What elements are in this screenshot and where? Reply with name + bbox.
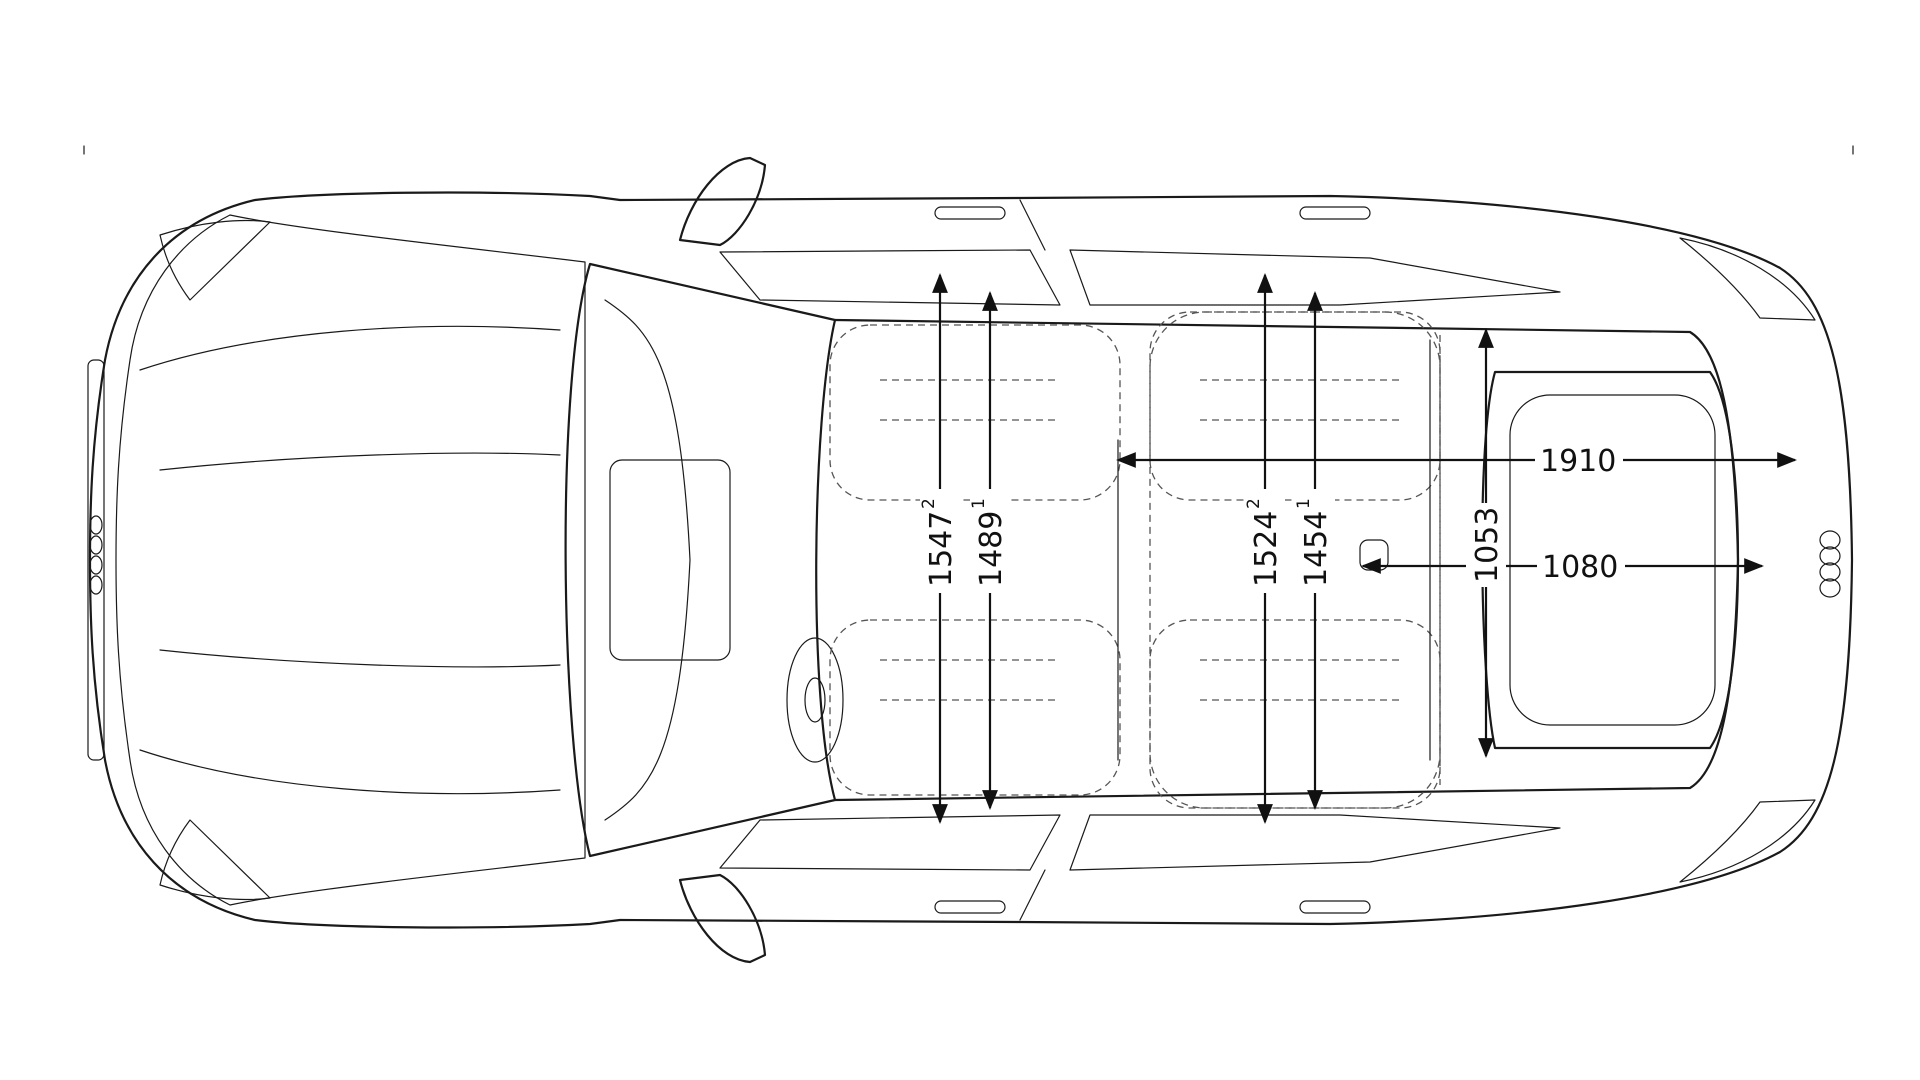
dimension-value-1489: 1489 [974, 511, 1009, 587]
door-handle-rear-top [1299, 206, 1371, 220]
mirror-top [678, 156, 767, 247]
hood-center-line-2 [159, 649, 561, 668]
windshield [564, 262, 837, 858]
side-window-top-front [719, 249, 1061, 306]
door-split-bottom [1019, 869, 1046, 921]
seat-stitching [880, 379, 1400, 701]
car-outer-outline [88, 191, 1854, 929]
interior-seats-dashed [829, 311, 1441, 809]
crop-marks [83, 145, 1854, 155]
dimension-lines [932, 273, 1797, 824]
footnote-1454: 1 [1294, 498, 1314, 509]
dimension-labels: 1547 2 1489 1 1524 2 1454 1 1053 1910 10… [919, 440, 1625, 593]
dashboard [604, 299, 691, 821]
hood-center-line [159, 452, 561, 471]
front-grille [87, 359, 105, 761]
center-console [609, 459, 731, 661]
taillight-top [1679, 237, 1816, 321]
door-handle-front-top [934, 206, 1006, 220]
dimension-value-1910: 1910 [1540, 444, 1616, 479]
dimension-value-1547: 1547 [924, 511, 959, 587]
side-window-bottom-front [719, 814, 1061, 871]
dimension-value-1080: 1080 [1542, 550, 1618, 585]
hood-outline [115, 214, 586, 906]
dimension-value-1053: 1053 [1470, 507, 1505, 583]
dimension-value-1524: 1524 [1249, 511, 1284, 587]
seat-front-top [829, 324, 1121, 501]
door-handle-rear-bottom [1299, 900, 1371, 914]
hood-crease-bottom [139, 749, 561, 795]
door-split-top [1019, 199, 1046, 251]
seat-front-bottom [829, 619, 1121, 796]
rear-logo-rings [1819, 530, 1841, 598]
steering-hub [804, 677, 826, 723]
headlight-left [159, 219, 271, 301]
taillight-bottom [1679, 799, 1816, 883]
headlight-right [159, 819, 271, 901]
mirror-bottom [678, 873, 767, 964]
side-window-bottom-rear [1069, 814, 1561, 871]
seat-rear-bottom [1149, 619, 1441, 809]
front-logo-rings [89, 515, 103, 595]
footnote-1524: 2 [1244, 498, 1264, 509]
door-handle-front-bottom [934, 900, 1006, 914]
side-window-top-rear [1069, 249, 1561, 306]
footnote-1489: 1 [969, 498, 989, 509]
footnote-1547: 2 [919, 498, 939, 509]
steering-wheel [786, 637, 844, 763]
dimension-value-1454: 1454 [1299, 511, 1334, 587]
hood-crease-top [139, 325, 561, 371]
seat-rear-top [1149, 311, 1441, 501]
